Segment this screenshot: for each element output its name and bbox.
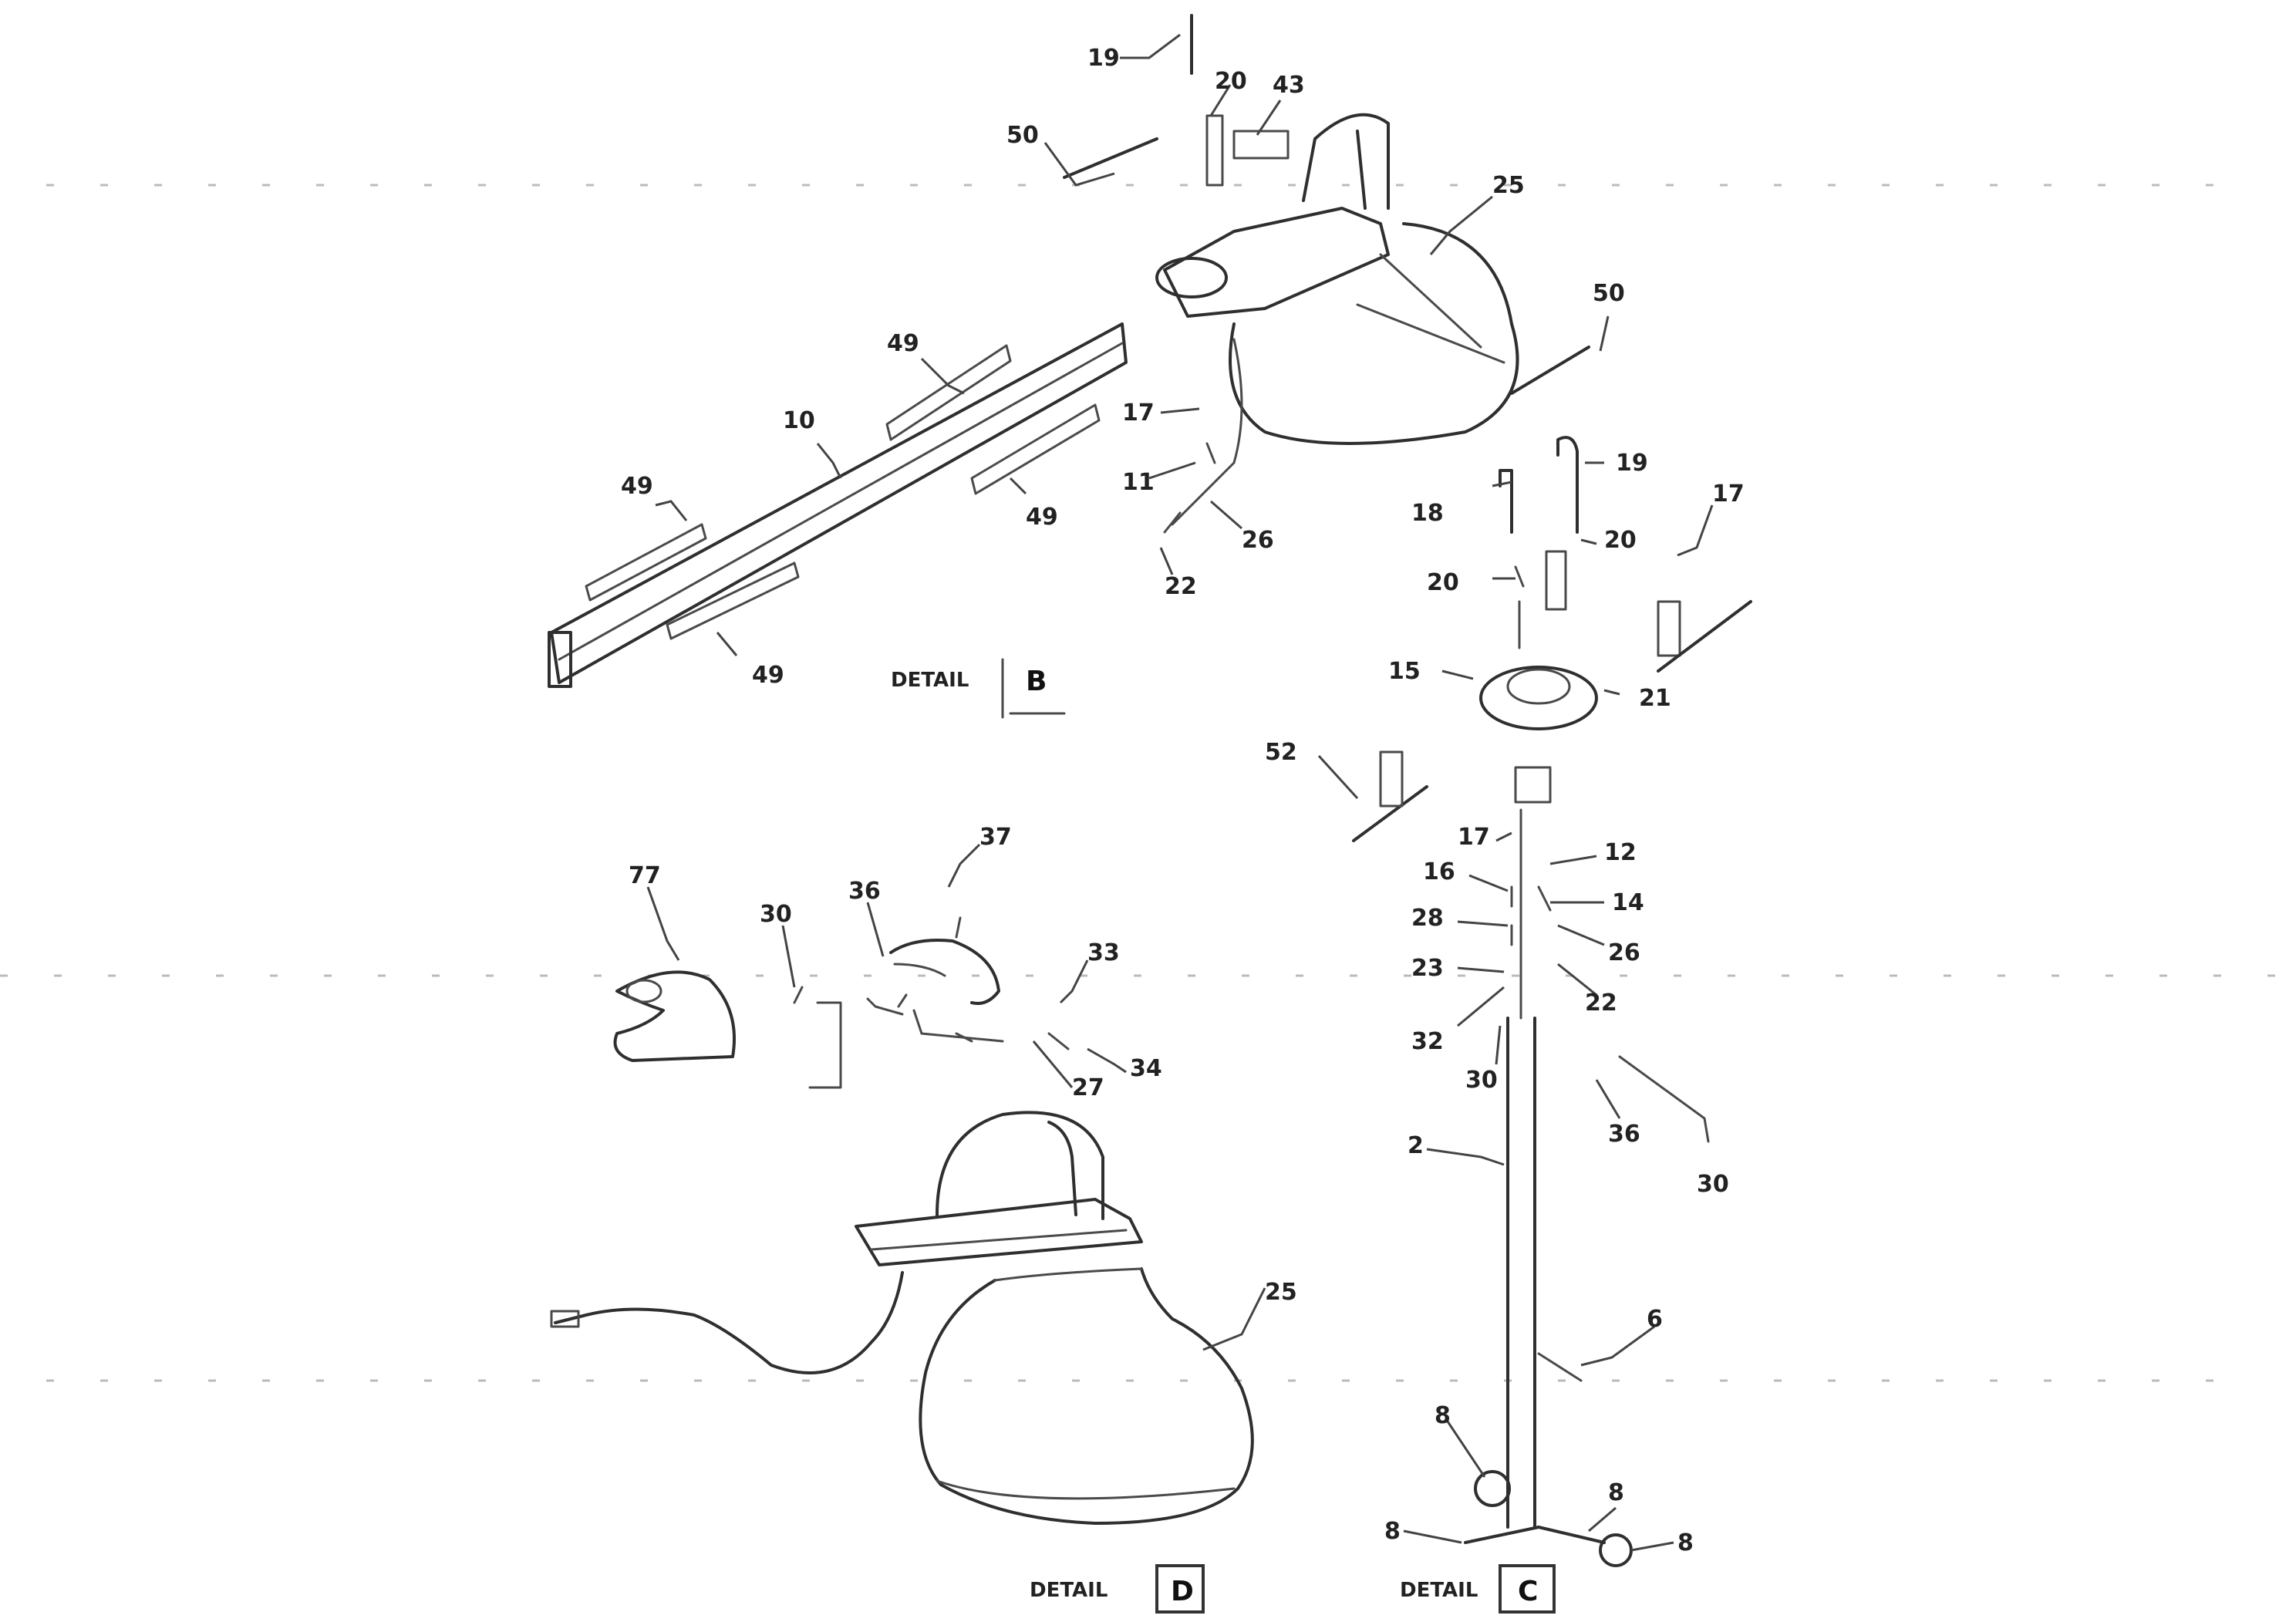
callout-c-16: 32: [1411, 1028, 1444, 1055]
callout-c-2: 17: [1712, 481, 1745, 508]
detail-c-letter: C: [1518, 1576, 1538, 1607]
callout-b-8: 49: [621, 473, 653, 500]
detail-d-label: DETAIL D: [1030, 1564, 1205, 1614]
detail-b-letter: B: [1026, 666, 1047, 697]
callout-b-0: 19: [1087, 45, 1120, 72]
callout-c-14: 23: [1411, 955, 1444, 982]
callout-d-0: 77: [629, 862, 661, 889]
callout-c-18: 36: [1608, 1121, 1640, 1148]
callout-b-13: 26: [1242, 527, 1274, 554]
callout-b-2: 43: [1273, 72, 1305, 99]
callout-c-5: 15: [1388, 658, 1421, 685]
callout-b-3: 50: [1006, 122, 1039, 149]
callout-d-2: 36: [848, 878, 881, 905]
callout-b-10: 49: [752, 662, 784, 689]
callout-b-6: 49: [887, 330, 919, 357]
callout-c-3: 20: [1604, 527, 1637, 554]
callout-b-1: 20: [1215, 68, 1247, 95]
detail-d-callouts: 77 30 36 37 33 27 34 25: [629, 824, 1297, 1306]
callout-d-7: 25: [1265, 1279, 1297, 1306]
callout-c-12: 28: [1411, 905, 1444, 932]
detail-d-caption: DETAIL: [1030, 1579, 1108, 1602]
callout-d-6: 34: [1130, 1055, 1162, 1082]
detail-c-label: DETAIL C: [1400, 1564, 1556, 1614]
detail-c-callouts: 18 19 17 20 20 15 21 52 17 12 16 14 28 2…: [1265, 450, 1745, 1556]
callout-c-23: 8: [1608, 1479, 1624, 1506]
callout-c-13: 26: [1608, 939, 1640, 966]
callout-c-11: 14: [1612, 889, 1644, 916]
callout-b-12: 11: [1122, 469, 1155, 496]
detail-c-assembly: [1317, 436, 1752, 1567]
scan-border-marks: [0, 184, 2296, 1382]
callout-c-0: 18: [1411, 500, 1444, 527]
callout-c-4: 20: [1427, 569, 1459, 596]
detail-b-caption: DETAIL: [891, 669, 969, 692]
detail-d-assembly: [550, 843, 1266, 1525]
detail-c-caption: DETAIL: [1400, 1579, 1478, 1602]
callout-b-7: 10: [783, 407, 815, 434]
callout-c-9: 12: [1604, 839, 1637, 866]
callout-d-4: 33: [1087, 939, 1120, 966]
callout-c-21: 6: [1647, 1306, 1663, 1333]
callout-c-15: 22: [1585, 990, 1617, 1017]
callout-b-11: 17: [1122, 400, 1155, 427]
callout-c-20: 2: [1408, 1132, 1424, 1159]
callout-d-3: 37: [979, 824, 1012, 851]
callout-c-17: 30: [1465, 1067, 1498, 1094]
callout-b-9: 49: [1026, 504, 1058, 531]
callout-c-22: 8: [1435, 1402, 1451, 1429]
callout-c-25: 8: [1677, 1529, 1694, 1556]
callout-d-5: 27: [1072, 1074, 1104, 1101]
callout-b-4: 25: [1492, 172, 1525, 199]
callout-c-19: 30: [1697, 1171, 1729, 1198]
callout-c-24: 8: [1384, 1518, 1401, 1545]
callout-c-10: 16: [1423, 858, 1455, 885]
callout-b-14: 22: [1165, 573, 1197, 600]
callout-c-8: 17: [1458, 824, 1490, 851]
callout-d-1: 30: [760, 901, 792, 928]
detail-b-assembly: [548, 14, 1610, 688]
callout-c-7: 52: [1265, 739, 1297, 766]
callout-b-5: 50: [1593, 280, 1625, 307]
callout-c-1: 19: [1616, 450, 1648, 477]
detail-b-callouts: 19 20 43 50 25 50 49 10 49 49 49 17 11 2…: [621, 45, 1625, 689]
detail-b-label: DETAIL B: [891, 658, 1066, 719]
callout-c-6: 21: [1639, 685, 1671, 712]
detail-d-letter: D: [1171, 1576, 1194, 1607]
